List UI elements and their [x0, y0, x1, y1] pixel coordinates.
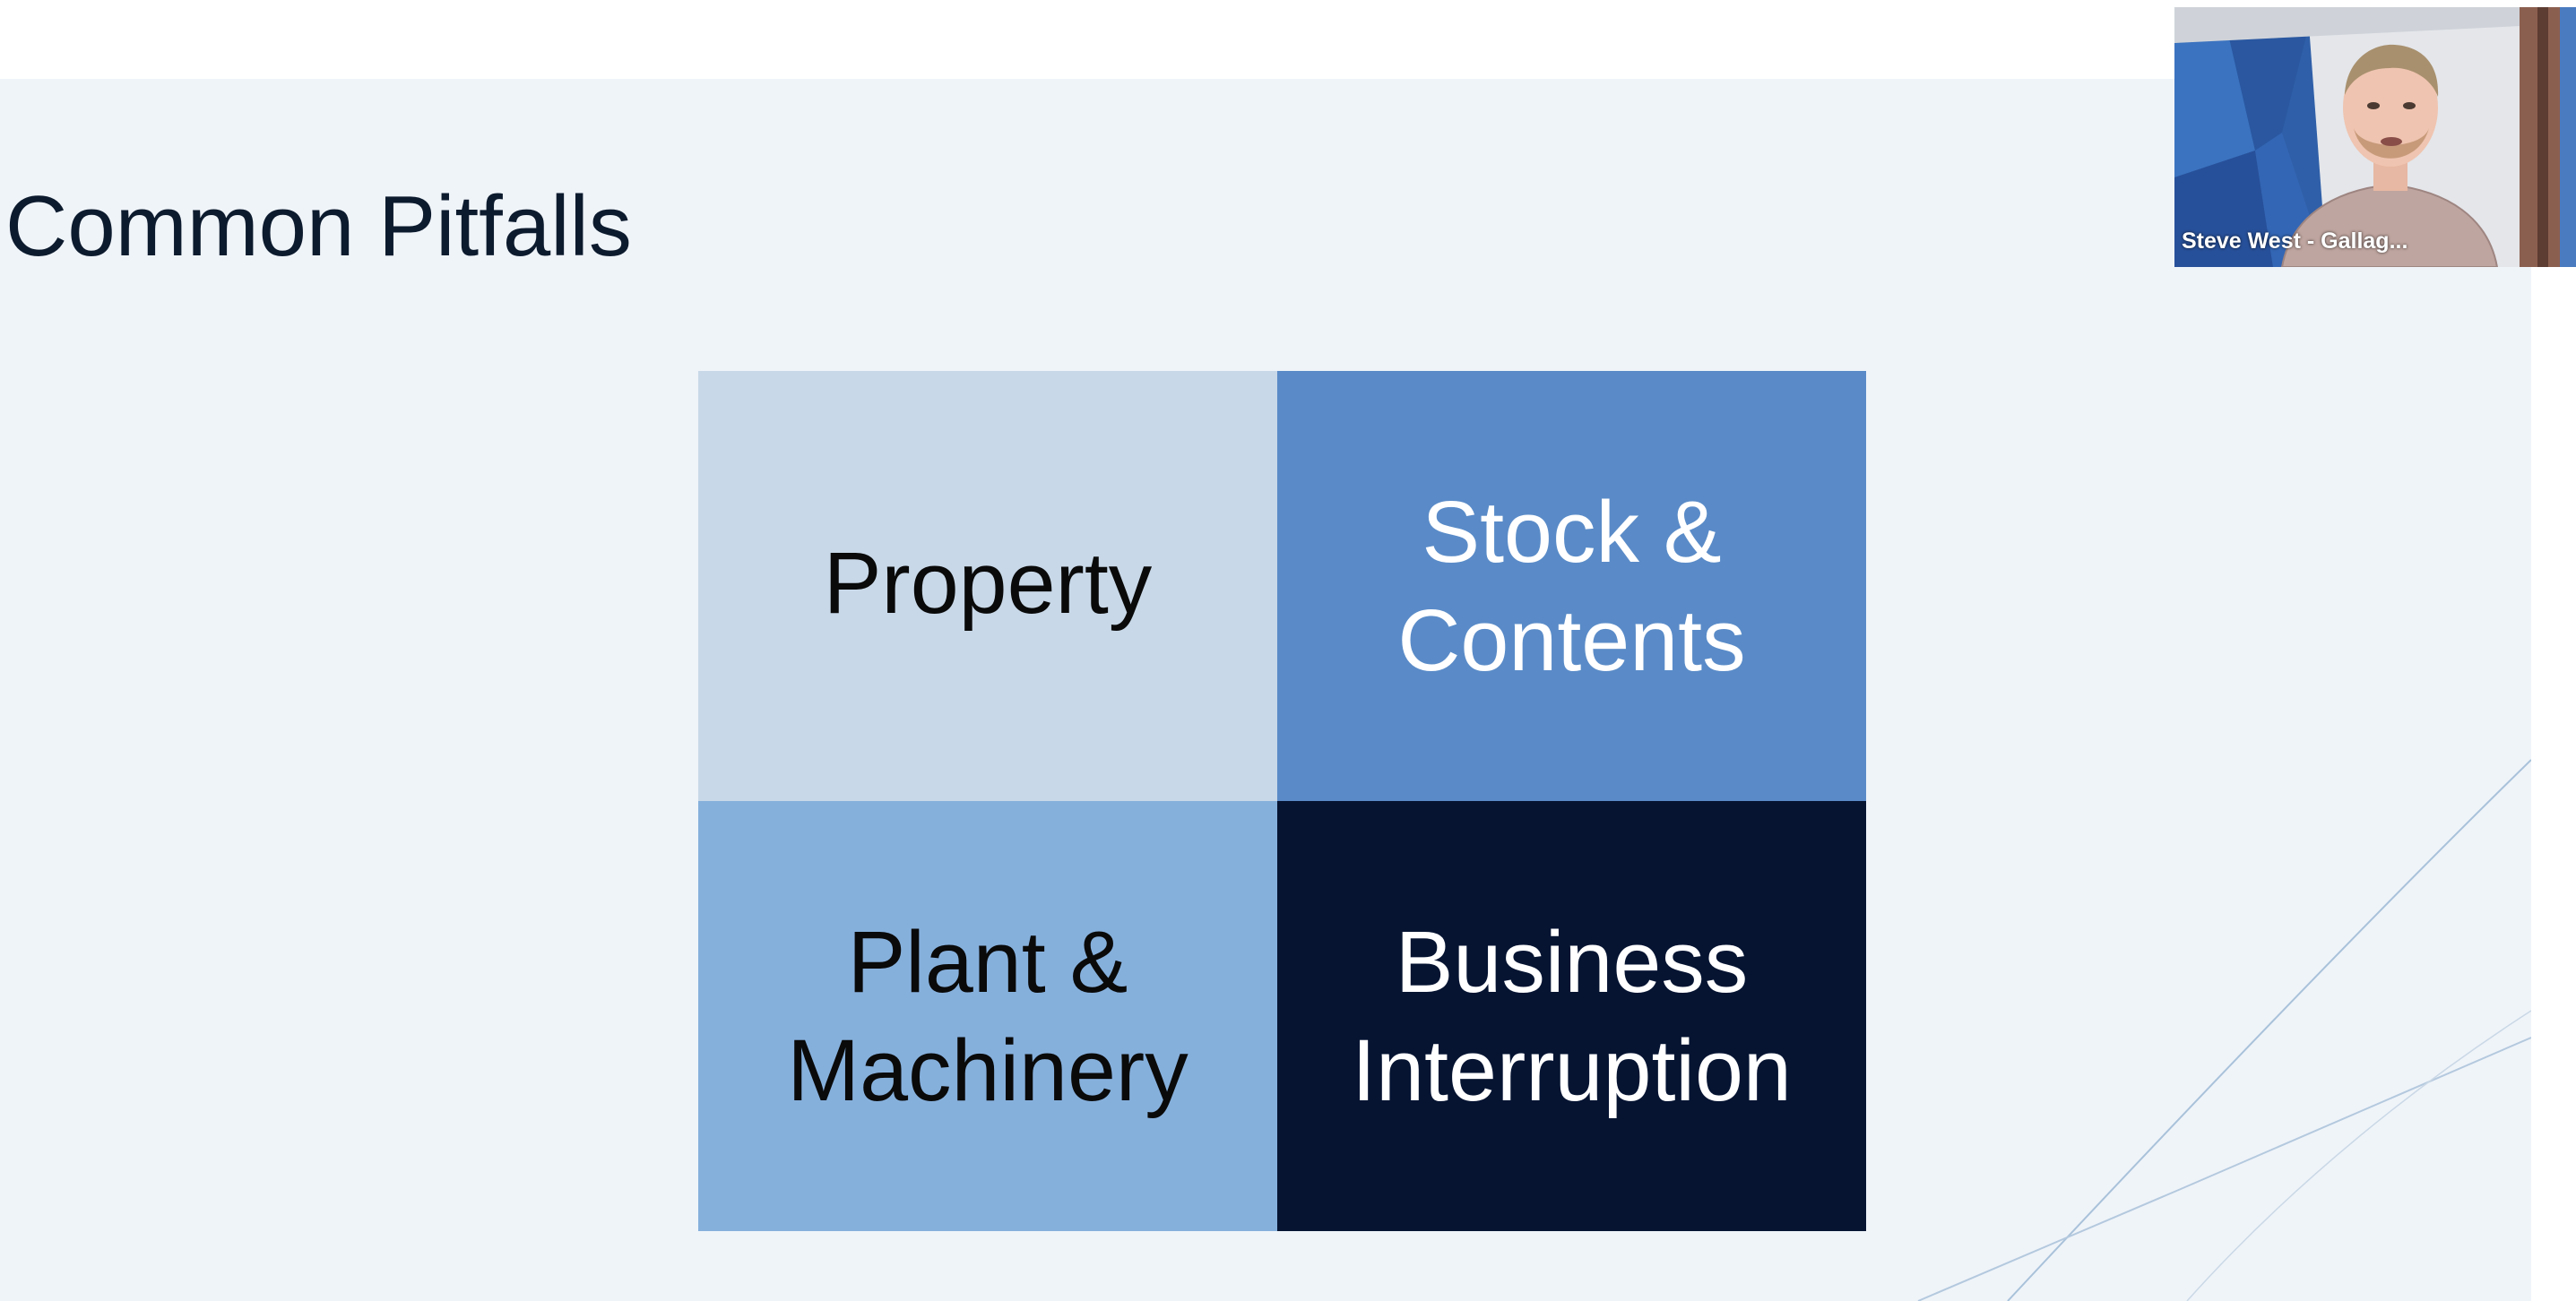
tile-plant-machinery: Plant & Machinery: [698, 801, 1277, 1231]
tile-business-interruption: Business Interruption: [1277, 801, 1866, 1231]
pitfalls-grid: Property Stock & Contents Plant & Machin…: [698, 371, 1866, 1231]
shared-slide: Common Pitfalls Property Stock & Content…: [0, 79, 2531, 1301]
tile-plant-machinery-label: Plant & Machinery: [787, 912, 1189, 1119]
participant-name-label: Steve West - Gallag...: [2182, 228, 2408, 254]
tile-stock-contents-label: Stock & Contents: [1397, 482, 1746, 689]
tile-stock-contents: Stock & Contents: [1277, 371, 1866, 801]
tile-property-label: Property: [823, 534, 1153, 633]
slide-title: Common Pitfalls: [5, 178, 632, 274]
slide-decoration-lines: [1917, 759, 2531, 1301]
participant-video-tile[interactable]: Steve West - Gallag...: [2174, 7, 2576, 267]
tile-property: Property: [698, 371, 1277, 801]
participant-video-feed: [2174, 7, 2576, 267]
tile-business-interruption-label: Business Interruption: [1352, 912, 1792, 1119]
